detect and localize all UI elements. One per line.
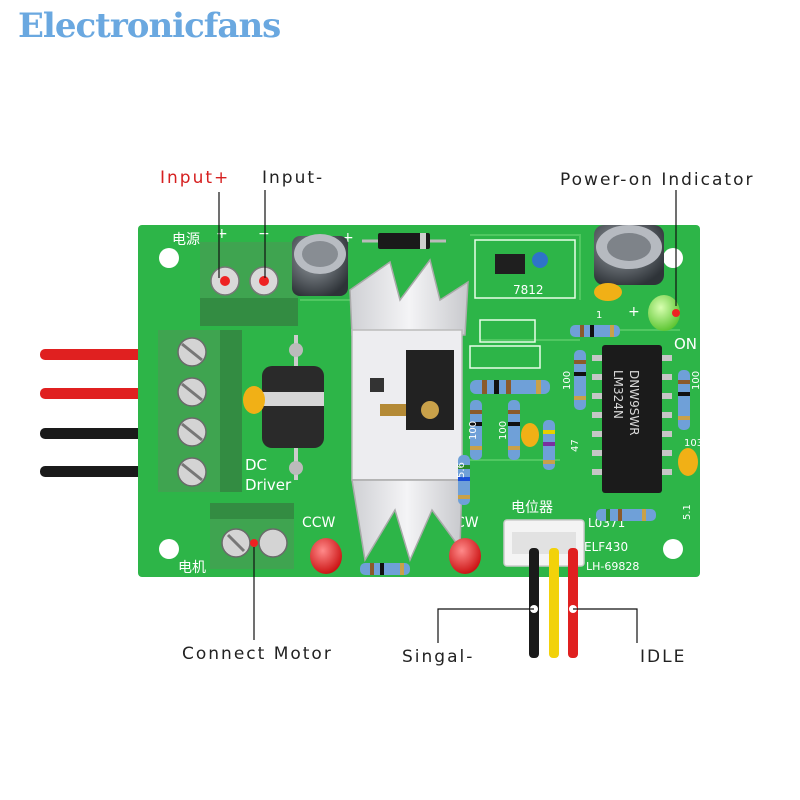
callout-leaders <box>218 190 677 643</box>
callout-signal-minus: Singal- <box>402 647 475 667</box>
diode-top <box>362 233 446 249</box>
callout-connect-motor: Connect Motor <box>182 644 333 664</box>
led-cw <box>449 538 481 574</box>
resistors <box>360 325 690 575</box>
brand-logo: Electronicfans <box>18 6 281 46</box>
potentiometer-connector <box>503 519 585 567</box>
chip-line-1: DNW9SWR <box>627 370 641 436</box>
lm324n-chip: DNW9SWR LM324N <box>592 345 672 493</box>
heatsink <box>349 258 469 563</box>
motor-power-wires <box>40 349 170 477</box>
capacitor-left <box>292 234 348 296</box>
power-terminal-block <box>158 330 242 492</box>
resistor-value-1: 100 <box>562 371 573 390</box>
label-ccw: CCW <box>302 515 336 531</box>
led-power-on <box>648 295 680 331</box>
callout-idle: IDLE <box>640 647 687 667</box>
resistor-value-4: 100 <box>691 371 702 390</box>
mounting-holes <box>159 248 683 559</box>
resistor-value-5: 47 <box>570 439 581 452</box>
svg-text:+: + <box>628 304 640 320</box>
label-power: 电源 <box>172 232 200 248</box>
resistor-value-3: 100 <box>468 421 479 440</box>
callout-input-plus: Input+ <box>160 168 231 188</box>
svg-text:+: + <box>216 226 228 242</box>
label-potentiometer: 电位器 <box>511 500 553 516</box>
svg-text:+: + <box>342 230 354 246</box>
resistor-value-2: 100 <box>498 421 509 440</box>
input-terminal-block <box>200 242 298 326</box>
label-motor: 电机 <box>178 560 206 576</box>
voltage-regulator: 7812 <box>495 252 548 297</box>
potentiometer-wires <box>529 548 578 658</box>
label-dc: DC <box>245 456 267 474</box>
power-diode <box>262 335 324 480</box>
callout-input-minus: Input- <box>262 168 325 188</box>
label-model-3: LH-69828 <box>586 560 639 573</box>
led-ccw <box>310 538 342 574</box>
label-capacitor-code: 103 <box>684 438 703 449</box>
chip-line-2: LM324N <box>611 370 625 419</box>
capacitor-right <box>594 225 664 285</box>
resistor-value-6: 5.6 <box>456 462 467 478</box>
label-driver: Driver <box>245 476 292 494</box>
svg-text:−: − <box>258 226 270 242</box>
label-model-2: ELF430 <box>584 540 628 554</box>
resistor-value-7: 5.1 <box>682 504 693 520</box>
resistor-value-8: 1 <box>596 310 602 321</box>
callout-power-on-indicator: Power-on Indicator <box>560 170 755 190</box>
label-regulator: 7812 <box>513 283 544 297</box>
motor-terminal-block <box>210 503 294 569</box>
label-on: ON <box>674 335 697 353</box>
